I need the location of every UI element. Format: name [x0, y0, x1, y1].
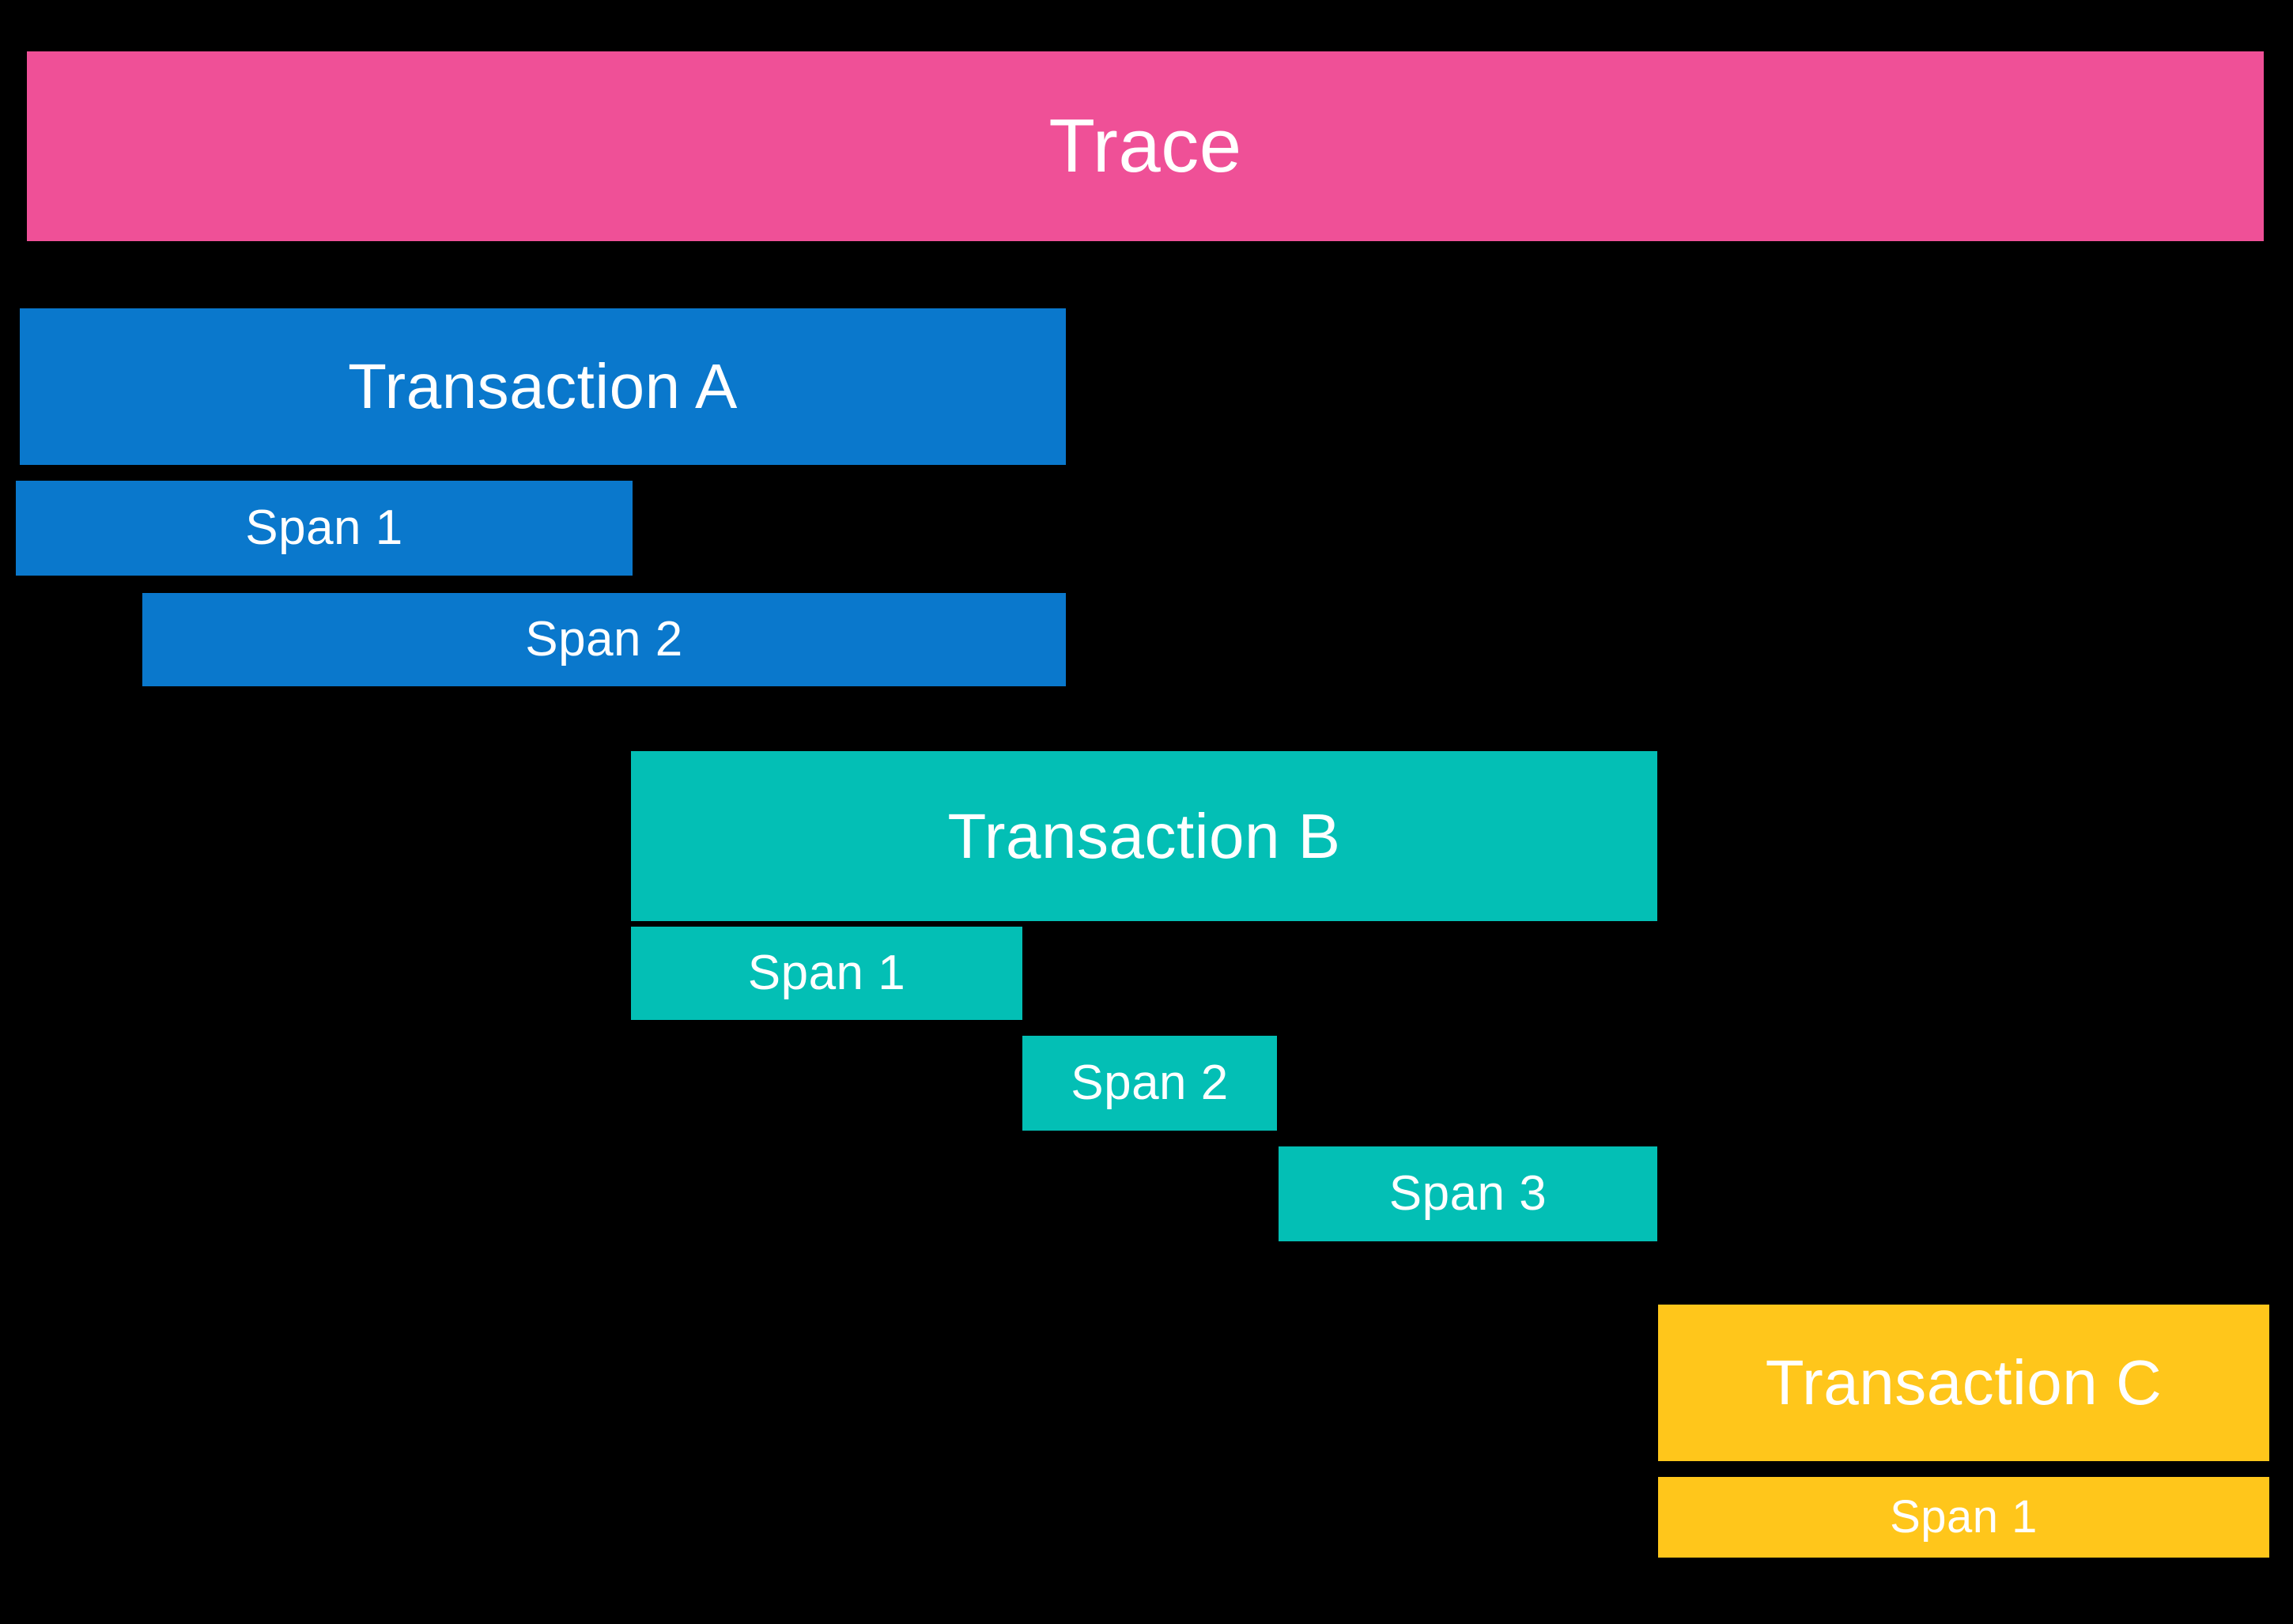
transaction-label: Transaction C — [1765, 1347, 2163, 1418]
span-label: Span 2 — [525, 612, 683, 667]
span-bar: Span 1 — [631, 927, 1022, 1020]
span-label: Span 3 — [1388, 1166, 1547, 1221]
span-bar: Span 2 — [1022, 1036, 1277, 1131]
span-bar: Span 2 — [142, 593, 1066, 686]
transaction-bar: Transaction A — [20, 308, 1066, 465]
span-label: Span 1 — [245, 500, 403, 555]
span-bar: Span 1 — [1658, 1477, 2269, 1558]
span-bar: Span 1 — [16, 481, 633, 576]
transaction-bar: Transaction C — [1658, 1305, 2269, 1461]
trace-bar: Trace — [27, 51, 2264, 241]
transaction-label: Transaction B — [947, 800, 1341, 871]
span-label: Span 1 — [1890, 1491, 2038, 1543]
span-label: Span 2 — [1071, 1056, 1229, 1110]
span-label: Span 1 — [747, 946, 906, 1000]
transaction-bar: Transaction B — [631, 751, 1657, 921]
span-bar: Span 3 — [1279, 1146, 1657, 1241]
trace-label: Trace — [1048, 104, 1242, 188]
transaction-label: Transaction A — [348, 351, 738, 421]
